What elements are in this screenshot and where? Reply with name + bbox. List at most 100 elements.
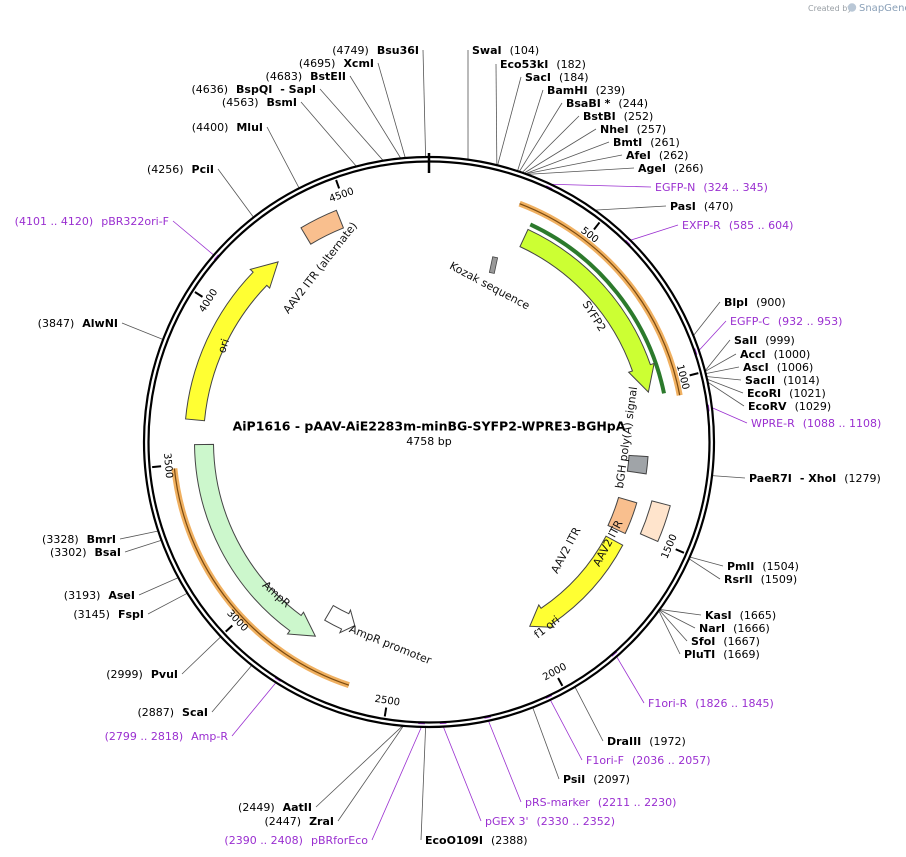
primer-egfp-c[interactable]: EGFP-C(932 .. 953): [730, 315, 842, 328]
enzyme-site-bmti[interactable]: BmtI(261): [613, 136, 680, 149]
callout-name: SfoI: [691, 635, 715, 648]
callout-name: ZraI: [309, 815, 334, 828]
enzyme-site-blpi[interactable]: BlpI(900): [724, 296, 786, 309]
feature-aav2-itr-alternate[interactable]: [300, 209, 345, 245]
callout-name: Eco53kI: [500, 58, 548, 71]
enzyme-site-agei[interactable]: AgeI(266): [638, 162, 704, 175]
enzyme-site-psii[interactable]: PsiI(2097): [563, 773, 630, 786]
callout-extra: - XhoI: [800, 472, 836, 485]
callout-text: KasI(1665): [705, 609, 776, 622]
callout-text: (4695)XcmI: [299, 57, 374, 70]
callout-line: [688, 558, 721, 580]
enzyme-site-saci[interactable]: SacI(184): [525, 71, 589, 84]
primer-amp-r[interactable]: (2799 .. 2818)Amp-R: [105, 730, 229, 743]
feature-syfp2[interactable]: [519, 228, 655, 394]
callout-line: [711, 407, 748, 424]
enzyme-site-asci[interactable]: AscI(1006): [743, 361, 813, 374]
enzyme-site-alwni[interactable]: (3847)AlwNI: [38, 317, 118, 330]
enzyme-site-pcii[interactable]: (4256)PciI: [147, 163, 214, 176]
enzyme-site-pvui[interactable]: (2999)PvuI: [106, 668, 178, 681]
enzyme-site-ecorv[interactable]: EcoRV(1029): [748, 400, 831, 413]
enzyme-site-eco53ki[interactable]: Eco53kI (182): [500, 58, 586, 71]
enzyme-site-bsai[interactable]: (3302)BsaI: [50, 546, 121, 559]
primer-f1ori-f[interactable]: F1ori-F(2036 .. 2057): [586, 754, 711, 767]
feature-ampr-promoter[interactable]: [324, 604, 356, 634]
enzyme-site-bspqi[interactable]: (4636)BspQI- SapI: [191, 83, 316, 96]
callout-line: [574, 686, 604, 742]
callout-pos: (999): [765, 334, 795, 347]
callout-name: AgeI: [638, 162, 666, 175]
feature-kozak-sequence[interactable]: [488, 256, 499, 274]
tick-label: 2000: [541, 661, 569, 683]
enzyme-site-pasi[interactable]: PasI(470): [670, 200, 733, 213]
callout-text: PasI(470): [670, 200, 733, 213]
enzyme-site-nhei[interactable]: NheI(257): [600, 123, 666, 136]
feature-label-ori: ori: [215, 337, 232, 355]
enzyme-site-asei[interactable]: (3193)AseI: [64, 589, 135, 602]
feature-aav2-itr[interactable]: [607, 496, 638, 535]
enzyme-site-bsabi[interactable]: BsaBI *(244): [566, 97, 648, 110]
enzyme-site-xcmi[interactable]: (4695)XcmI: [299, 57, 374, 70]
enzyme-site-mlui[interactable]: (4400)MluI: [192, 121, 263, 134]
enzyme-site-bamhi[interactable]: BamHI(239): [547, 84, 625, 97]
enzyme-site-afei[interactable]: AfeI(262): [626, 149, 688, 162]
enzyme-site-sacii[interactable]: SacII(1014): [745, 374, 820, 387]
primer-wpre-r[interactable]: WPRE-R(1088 .. 1108): [751, 417, 881, 430]
enzyme-site-pluti[interactable]: PluTI(1669): [684, 648, 760, 661]
callout-text: BamHI(239): [547, 84, 625, 97]
callout-text: (3193)AseI: [64, 589, 135, 602]
feature-ampr[interactable]: [194, 443, 317, 637]
callout-line: [659, 609, 702, 616]
enzyme-site-scai[interactable]: (2887)ScaI: [137, 706, 208, 719]
callout-pos: (1006): [777, 361, 814, 374]
enzyme-site-bmri[interactable]: (3328)BmrI: [42, 533, 116, 546]
primer-prs-marker[interactable]: pRS-marker(2211 .. 2230): [525, 796, 676, 809]
enzyme-site-paer7i[interactable]: PaeR7I- XhoI(1279): [749, 472, 881, 485]
enzyme-site-kasi[interactable]: KasI(1665): [705, 609, 776, 622]
enzyme-site-ecori[interactable]: EcoRI(1021): [747, 387, 826, 400]
tick-mark: [194, 291, 204, 298]
enzyme-site-rsrii[interactable]: RsrII(1509): [724, 573, 797, 586]
callout-text: pGEX 3'(2330 .. 2352): [485, 815, 615, 828]
callout-name: pBRforEco: [311, 834, 368, 847]
primer-f1ori-r[interactable]: F1ori-R(1826 .. 1845): [648, 697, 774, 710]
enzyme-site-bstbi[interactable]: BstBI(252): [583, 110, 653, 123]
backbone-circle: [142, 153, 716, 729]
enzyme-site-pmli[interactable]: PmlI(1504): [727, 560, 799, 573]
callout-name: PvuI: [151, 668, 178, 681]
enzyme-site-acci[interactable]: AccI(1000): [740, 348, 810, 361]
callout-line: [217, 168, 254, 218]
enzyme-site-swai[interactable]: SwaI(104): [472, 44, 539, 57]
callout-pos: (182): [556, 58, 586, 71]
primer-egfp-n[interactable]: EGFP-N(324 .. 345): [655, 181, 768, 194]
callout-line: [497, 76, 522, 166]
primer-pbr322ori-f[interactable]: (4101 .. 4120)pBR322ori-F: [15, 215, 169, 228]
enzyme-site-draiii[interactable]: DraIII(1972): [607, 735, 686, 748]
primer-exfp-r[interactable]: EXFP-R(585 .. 604): [682, 219, 793, 232]
feature-arrow: [607, 496, 638, 535]
callout-name: SalI: [734, 334, 757, 347]
callout-line: [594, 205, 667, 211]
callout-text: BsaBI *(244): [566, 97, 648, 110]
enzyme-site-bsu36i[interactable]: (4749)Bsu36I: [332, 44, 419, 57]
feature-bgh-poly-a-signal[interactable]: [626, 454, 649, 475]
callout-text: SacI(184): [525, 71, 589, 84]
enzyme-site-zrai[interactable]: (2447)ZraI: [265, 815, 335, 828]
enzyme-site-ecoo109i[interactable]: EcoO109I(2388): [425, 834, 528, 847]
enzyme-site-bsteii[interactable]: (4683)BstEII: [266, 70, 346, 83]
feature-ori[interactable]: [185, 261, 279, 422]
callout-name: NheI: [600, 123, 629, 136]
feature-f1-ori[interactable]: [529, 535, 624, 628]
primer-pgex-3[interactable]: pGEX 3'(2330 .. 2352): [485, 815, 615, 828]
feature-aav2-itr[interactable]: [639, 500, 671, 543]
enzyme-site-sali[interactable]: SalI (999): [734, 334, 795, 347]
primer-pbrforeco[interactable]: (2390 .. 2408)pBRforEco: [224, 834, 368, 847]
callout-text: SalI (999): [734, 334, 795, 347]
enzyme-site-fspi[interactable]: (3145)FspI: [73, 608, 144, 621]
callout-name: KasI: [705, 609, 732, 622]
enzyme-site-aatii[interactable]: (2449)AatII: [238, 801, 312, 814]
enzyme-site-sfoi[interactable]: SfoI(1667): [691, 635, 760, 648]
enzyme-site-bsmi[interactable]: (4563)BsmI: [222, 96, 297, 109]
callout-line: [693, 301, 721, 336]
enzyme-site-nari[interactable]: NarI(1666): [699, 622, 770, 635]
